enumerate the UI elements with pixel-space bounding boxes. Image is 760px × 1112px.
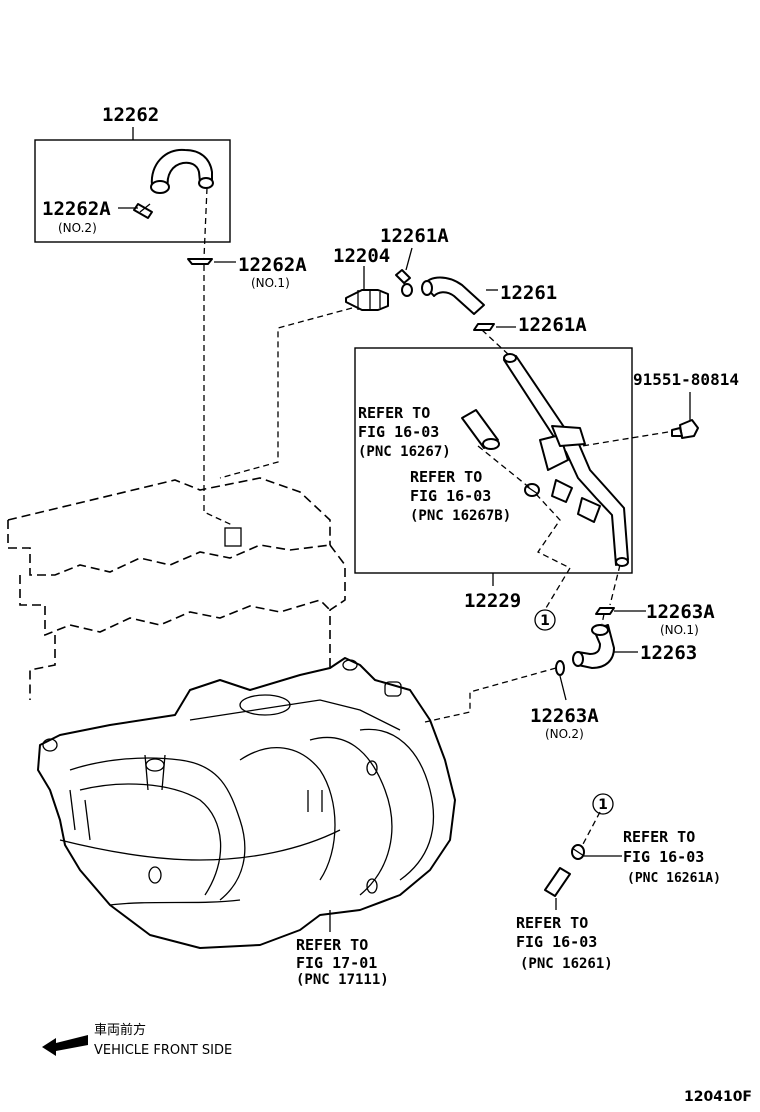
ref-16267B-line1: REFER TO [410,468,482,486]
reference-16267: REFER TO FIG 16-03 (PNC 16267) [358,404,451,460]
label-12262A-top: 12262A [42,198,111,220]
hose-16267 [461,409,500,450]
intake-manifold [37,657,456,949]
ventilation-pipe-12229 [503,353,629,567]
label-12262: 12262 [102,104,159,126]
figure-code: 120410F [684,1089,752,1105]
callout-1-a: 1 [534,609,556,631]
label-12262A-top-sub: (NO.2) [58,221,97,235]
reference-16261A: REFER TO FIG 16-03 (PNC 16261A) [623,828,721,886]
label-12261: 12261 [500,282,557,304]
label-12261A-top: 12261A [380,225,449,247]
vehicle-front-note: 車両前方 VEHICLE FRONT SIDE [42,1022,232,1058]
ref-16261A-line3: (PNC 16261A) [627,871,721,886]
cylinder-head-outline [7,477,346,700]
clip-12263A-no1 [595,607,615,615]
hose-12262 [150,148,214,194]
label-12262A-mid: 12262A [238,254,307,276]
label-12262A-mid-sub: (NO.1) [251,276,290,290]
callout-1-b: 1 [592,793,614,815]
clip-12261A-top [395,269,413,297]
pcv-valve-12204 [345,289,389,311]
label-12229: 12229 [464,590,521,612]
ref-16261A-line1: REFER TO [623,828,695,846]
callout-1-b-text: 1 [598,797,608,813]
label-12263A-top: 12263A [646,601,715,623]
label-12263A-low: 12263A [530,705,599,727]
pipe-12229-box [354,347,633,574]
front-note-japanese: 車両前方 [94,1022,146,1038]
ref-17111-line1: REFER TO [296,936,368,954]
front-arrow-icon [42,1035,88,1056]
hose-16261 [544,867,571,897]
label-12204: 12204 [333,245,390,267]
ref-16267-line3: (PNC 16267) [358,444,451,460]
clip-12263A-no2 [555,660,565,676]
clip-12262A-no2 [133,203,153,219]
ref-16261A-line2: FIG 16-03 [623,848,704,866]
clip-12261A-low [473,323,495,331]
label-12261A-low: 12261A [518,314,587,336]
ref-16267-line2: FIG 16-03 [358,423,439,441]
ref-16267-line1: REFER TO [358,404,430,422]
ref-16267B-line2: FIG 16-03 [410,487,491,505]
leader-lines [118,127,691,932]
reference-16267B: REFER TO FIG 16-03 (PNC 16267B) [410,468,511,524]
bolt-91551-80814 [671,419,699,439]
ref-16261-line3: (PNC 16261) [520,956,613,972]
ref-17111-line3: (PNC 17111) [296,972,389,988]
clip-12262A-no1 [187,258,213,265]
clip-16261A [571,844,585,860]
ref-16267B-line3: (PNC 16267B) [410,508,511,524]
callout-1-a-text: 1 [540,613,550,629]
label-12263A-low-sub: (NO.2) [545,727,584,741]
connection-lines [203,187,669,847]
label-12263: 12263 [640,642,697,664]
reference-17111: REFER TO FIG 17-01 (PNC 17111) [296,936,389,988]
ref-16261-line2: FIG 16-03 [516,933,597,951]
hose-12261 [421,276,485,315]
hose-12263 [572,624,615,669]
label-91551-80814: 91551-80814 [633,370,739,389]
reference-16261: REFER TO FIG 16-03 (PNC 16261) [516,914,613,972]
front-note-english: VEHICLE FRONT SIDE [94,1043,232,1058]
ref-16261-line1: REFER TO [516,914,588,932]
label-12263A-top-sub: (NO.1) [660,623,699,637]
ref-17111-line2: FIG 17-01 [296,954,377,972]
